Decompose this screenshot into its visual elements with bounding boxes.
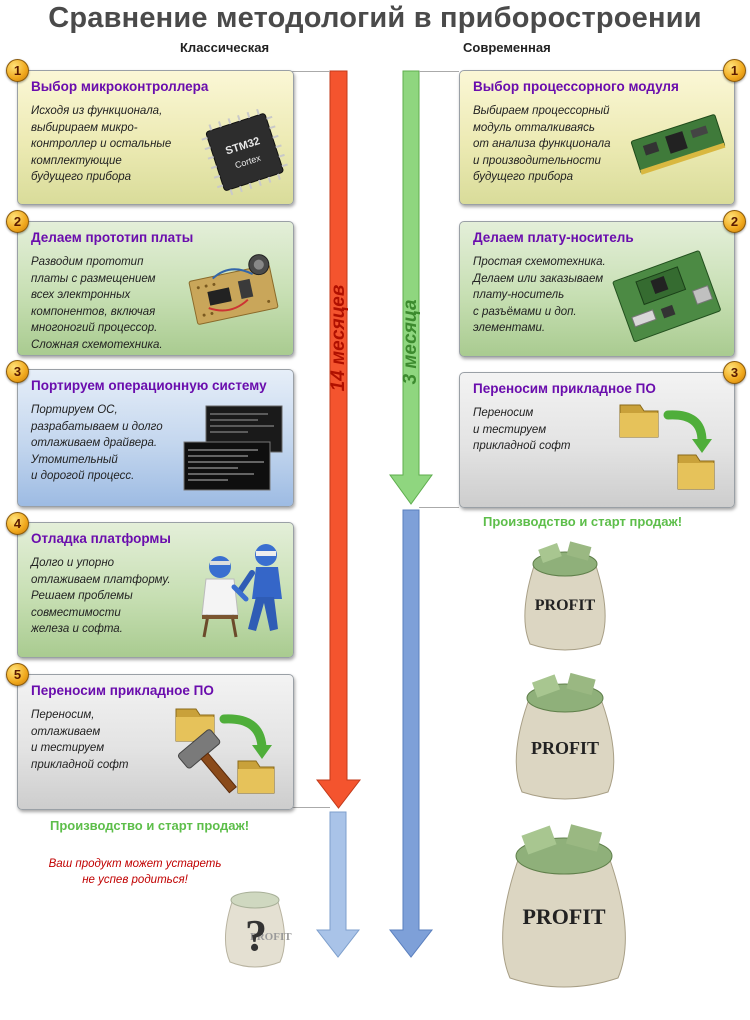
classic-step-1-badge: 1 (6, 59, 29, 82)
profit-bag-icon: PROFIT (524, 541, 606, 651)
modern-step-3-card: Переносим прикладное ПО Переносим и тест… (459, 372, 735, 508)
modern-step-1-card: Выбор процессорного модуля Выбираем проц… (459, 70, 735, 205)
modern-step-2-title: Делаем плату-носитель (473, 230, 634, 245)
classic-step-2-card: Делаем прототип платы Разводим прототип … (17, 221, 294, 356)
classic-warning-text: Ваш продукт может устареть не успев роди… (48, 858, 222, 886)
connector (292, 71, 330, 72)
classic-step-3-title: Портируем операционную систему (31, 378, 267, 393)
connector (419, 71, 459, 72)
modern-step-1-text: Выбираем процессорный модуль отталкиваяс… (473, 105, 611, 183)
modern-production-label: Производство и старт продаж! (483, 514, 683, 529)
prototype-board-icon (188, 254, 279, 325)
modern-sales-arrow (388, 509, 434, 958)
modern-step-2-badge: 2 (723, 210, 746, 233)
classic-step-4-card: Отладка платформы Долго и упорно отлажив… (17, 522, 294, 658)
classic-step-1-text: Исходя из функционала, выбирираем микро-… (31, 105, 172, 183)
classic-step-4-badge: 4 (6, 512, 29, 535)
classic-sales-arrow (315, 811, 361, 958)
question-bag-icon: PROFIT ? (225, 891, 292, 968)
doctor-and-patient-icon (201, 544, 282, 638)
classic-step-5-text: Переносим, отлаживаем и тестируем прикла… (31, 709, 129, 771)
terminal-windows-icon (183, 405, 283, 491)
classic-step-5-badge: 5 (6, 663, 29, 686)
classic-production-label: Производство и старт продаж! (50, 818, 250, 833)
classic-step-2-badge: 2 (6, 210, 29, 233)
modern-step-1-badge: 1 (723, 59, 746, 82)
classic-step-3-badge: 3 (6, 360, 29, 383)
microcontroller-chip-icon: STM32 Cortex (201, 108, 288, 196)
classic-step-5-title: Переносим прикладное ПО (31, 683, 214, 698)
modern-step-3-badge: 3 (723, 361, 746, 384)
classic-timeline-arrow (315, 70, 362, 809)
profit-bag-icon: PROFIT (502, 824, 626, 988)
page-title: Сравнение методологий в приборостроении (48, 2, 702, 34)
classic-step-5-card: Переносим прикладное ПО Переносим, отлаж… (17, 674, 294, 810)
profit-bag-label: PROFIT (522, 904, 605, 929)
classic-duration-label: 14 месяцев (328, 284, 349, 392)
question-mark-glyph: ? (245, 911, 267, 960)
connector (419, 507, 459, 508)
classic-step-3-card: Портируем операционную систему Портируем… (17, 369, 294, 507)
modern-step-1-title: Выбор процессорного модуля (473, 79, 679, 94)
classic-step-2-text: Разводим прототип платы с размещением вс… (31, 256, 163, 351)
processor-module-icon (630, 114, 726, 175)
classic-column-header: Классическая (180, 40, 270, 55)
modern-timeline-arrow (389, 70, 433, 505)
question-bag-label: PROFIT (250, 931, 292, 943)
classic-step-4-title: Отладка платформы (31, 531, 171, 546)
carrier-board-icon (612, 250, 721, 342)
folders-transfer-icon (619, 404, 715, 490)
profit-bag-label: PROFIT (531, 738, 599, 758)
profit-bag-label: PROFIT (535, 597, 596, 614)
classic-step-1-card: Выбор микроконтроллера Исходя из функцио… (17, 70, 294, 205)
modern-step-3-title: Переносим прикладное ПО (473, 381, 656, 396)
modern-column-header: Современная (463, 40, 551, 55)
classic-step-3-text: Портируем ОС, разрабатываем и долго отла… (31, 404, 163, 482)
classic-step-1-title: Выбор микроконтроллера (31, 79, 209, 94)
profit-bag-icon: PROFIT (515, 672, 615, 800)
classic-step-4-text: Долго и упорно отлаживаем платформу. Реш… (31, 557, 171, 635)
folders-hammer-icon (175, 708, 275, 794)
modern-step-2-text: Простая схемотехника. Делаем или заказыв… (473, 256, 606, 334)
connector (292, 807, 330, 808)
modern-duration-label: 3 месяца (400, 299, 421, 385)
modern-step-3-text: Переносим и тестируем прикладной софт (473, 407, 571, 452)
modern-step-2-card: Делаем плату-носитель Простая схемотехни… (459, 221, 735, 357)
classic-step-2-title: Делаем прототип платы (31, 230, 194, 245)
